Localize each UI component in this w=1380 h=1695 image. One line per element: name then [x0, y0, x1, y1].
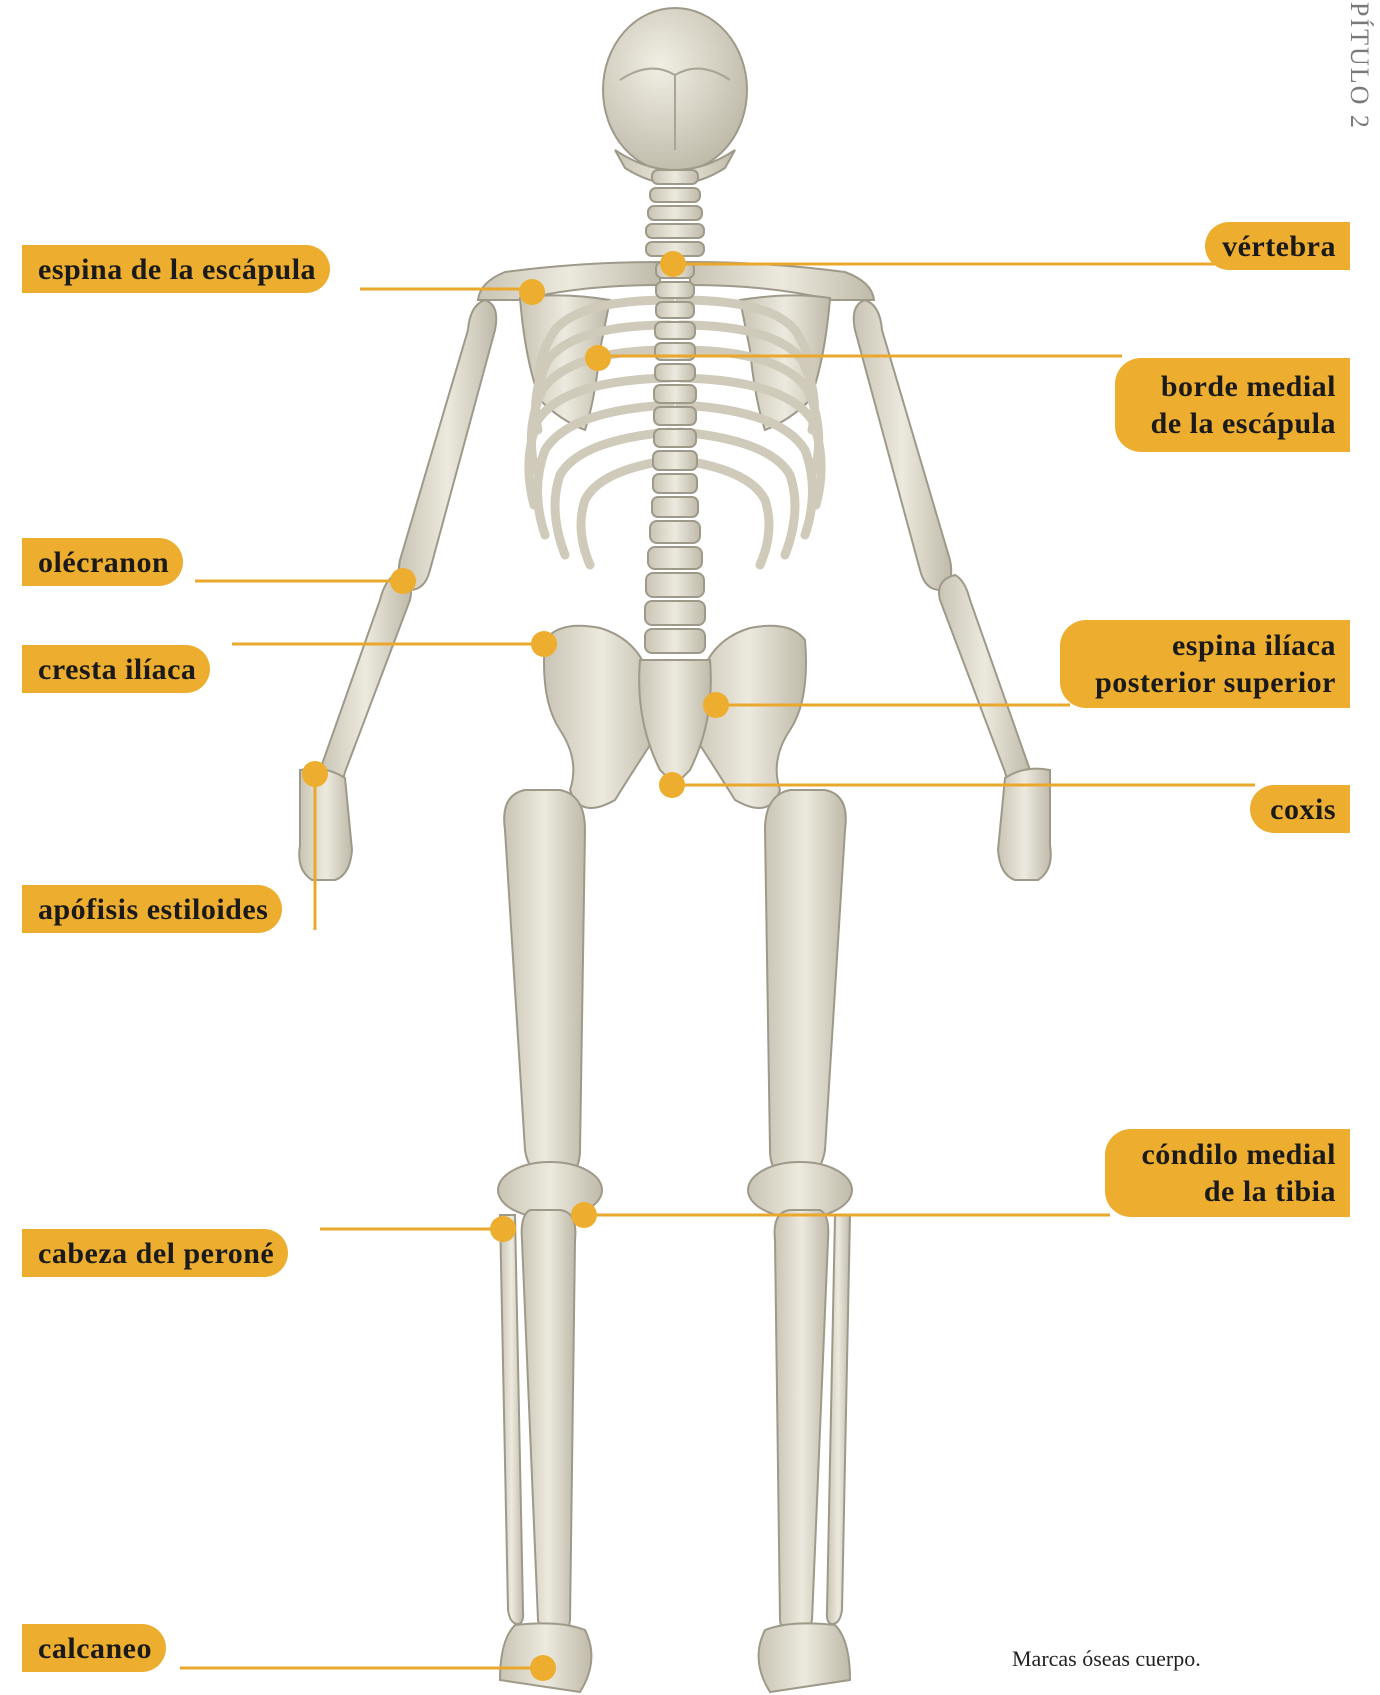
- dot-calcaneo: [530, 1655, 556, 1681]
- dot-olecranon: [390, 568, 416, 594]
- label-olecranon: olécranon: [22, 538, 183, 586]
- dot-vertebra: [660, 251, 686, 277]
- dot-cabeza-perone: [490, 1216, 516, 1242]
- spine: [645, 262, 705, 653]
- figure-caption: Marcas óseas cuerpo.: [1012, 1646, 1201, 1672]
- label-cabeza-perone: cabeza del peroné: [22, 1229, 288, 1277]
- forearm-left: [320, 575, 411, 788]
- label-condilo-medial: cóndilo medial de la tibia: [1105, 1129, 1350, 1217]
- fibula-right: [827, 1215, 850, 1624]
- label-vertebra: vértebra: [1205, 222, 1350, 270]
- label-coxis: coxis: [1250, 785, 1350, 833]
- fibula-left: [500, 1215, 523, 1624]
- sacrum: [639, 660, 711, 785]
- label-apofisis-estiloides: apófisis estiloides: [22, 885, 282, 933]
- dot-espina-iliaca: [703, 692, 729, 718]
- forearm-right: [939, 575, 1030, 788]
- humerus-right: [854, 300, 952, 590]
- femur-right: [765, 790, 846, 1180]
- label-borde-medial: borde medial de la escápula: [1115, 358, 1350, 452]
- label-espina-iliaca: espina ilíaca posterior superior: [1060, 620, 1350, 708]
- shoulder-girdle-left: [478, 262, 660, 300]
- label-calcaneo: calcaneo: [22, 1624, 166, 1672]
- leader-lines: [180, 264, 1255, 1668]
- shoulder-girdle-right: [690, 262, 874, 300]
- tibia-left: [522, 1210, 576, 1640]
- label-espina-escapula: espina de la escápula: [22, 245, 330, 293]
- femur-left: [504, 790, 585, 1180]
- hand-left: [299, 769, 352, 880]
- dot-cresta-iliaca: [531, 631, 557, 657]
- dot-condilo: [571, 1202, 597, 1228]
- dot-espina-escapula: [519, 279, 545, 305]
- foot-right: [759, 1623, 850, 1692]
- tibia-right: [775, 1210, 829, 1640]
- dot-apofisis: [302, 761, 328, 787]
- label-cresta-iliaca: cresta ilíaca: [22, 645, 210, 693]
- humerus-left: [399, 300, 497, 590]
- cervical-spine: [646, 170, 704, 256]
- chapter-marker: PÍTULO 2: [1339, 0, 1379, 130]
- dot-coxis: [659, 772, 685, 798]
- dot-borde-medial: [585, 345, 611, 371]
